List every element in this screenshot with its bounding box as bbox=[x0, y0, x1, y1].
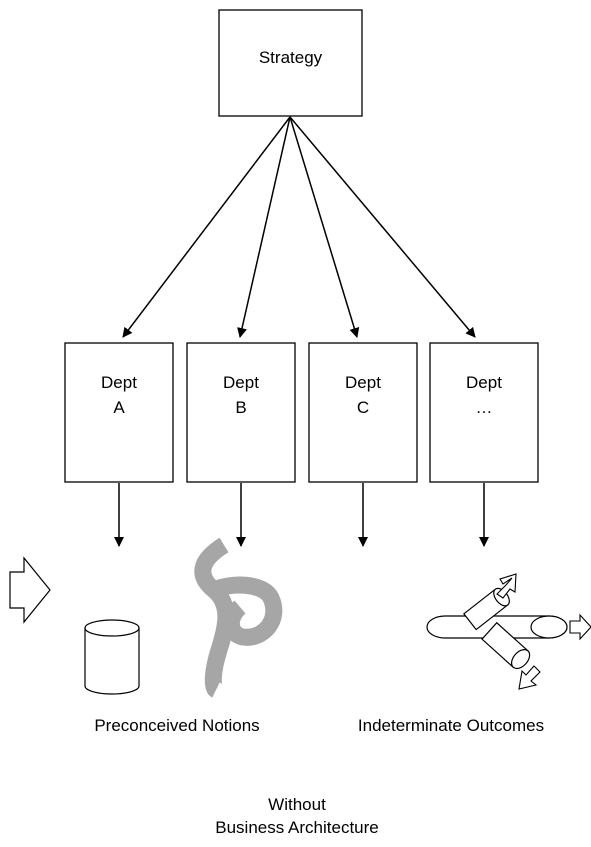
dept-b-line2: B bbox=[235, 398, 246, 417]
arrow-to-dept-c bbox=[289, 116, 360, 338]
dept-box-etc: Dept … bbox=[429, 342, 539, 483]
arrow-right-icon bbox=[569, 613, 591, 641]
caption-preconceived-notions: Preconceived Notions bbox=[94, 716, 259, 735]
tumbling-cylinders-icon bbox=[426, 587, 568, 670]
arrow-down-left-icon bbox=[518, 665, 541, 690]
squiggle-shape-icon bbox=[194, 537, 283, 698]
dept-etc-line1: Dept bbox=[466, 373, 502, 392]
dept-box-c: Dept C bbox=[308, 342, 418, 483]
dept-etc-line2: … bbox=[476, 398, 493, 417]
dept-a-line1: Dept bbox=[101, 373, 137, 392]
cylinder-icon bbox=[84, 619, 140, 695]
footer-line2: Business Architecture bbox=[215, 818, 378, 837]
dept-output-arrows bbox=[114, 483, 489, 547]
footer-line1: Without bbox=[268, 795, 326, 814]
arrow-to-dept-b bbox=[237, 116, 291, 338]
arrow-to-dept-etc bbox=[289, 116, 476, 338]
strategy-box: Strategy bbox=[218, 9, 363, 117]
left-block-arrow-icon bbox=[9, 556, 51, 624]
dept-box-a: Dept A bbox=[64, 342, 174, 483]
dept-box-b: Dept B bbox=[186, 342, 296, 483]
arrow-to-dept-a bbox=[122, 116, 291, 338]
dept-b-line1: Dept bbox=[223, 373, 259, 392]
caption-indeterminate-outcomes: Indeterminate Outcomes bbox=[358, 716, 544, 735]
strategy-arrows bbox=[122, 116, 476, 338]
strategy-label: Strategy bbox=[259, 48, 323, 67]
dept-a-line2: A bbox=[113, 398, 125, 417]
dept-c-line2: C bbox=[357, 398, 369, 417]
arrow-up-right-icon bbox=[496, 573, 517, 599]
outcome-arrows bbox=[496, 573, 591, 690]
dept-c-line1: Dept bbox=[345, 373, 381, 392]
